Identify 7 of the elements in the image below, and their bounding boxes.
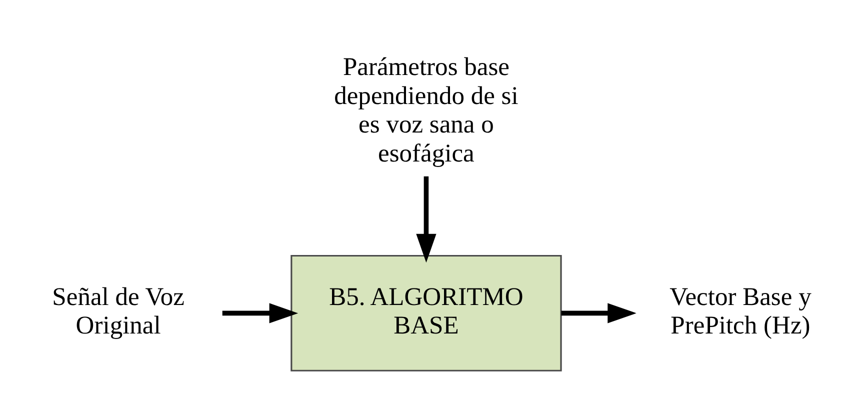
node-text: Vector Base y PrePitch (Hz) [670, 282, 812, 340]
arrow [416, 176, 436, 263]
arrow [222, 303, 298, 324]
node-text: Señal de Voz Original [52, 282, 184, 340]
node-text: Parámetros base dependiendo de si es voz sana o esofágica [334, 52, 518, 168]
node-box: B5. ALGORITMO BASE [290, 254, 562, 372]
arrow [561, 303, 636, 324]
